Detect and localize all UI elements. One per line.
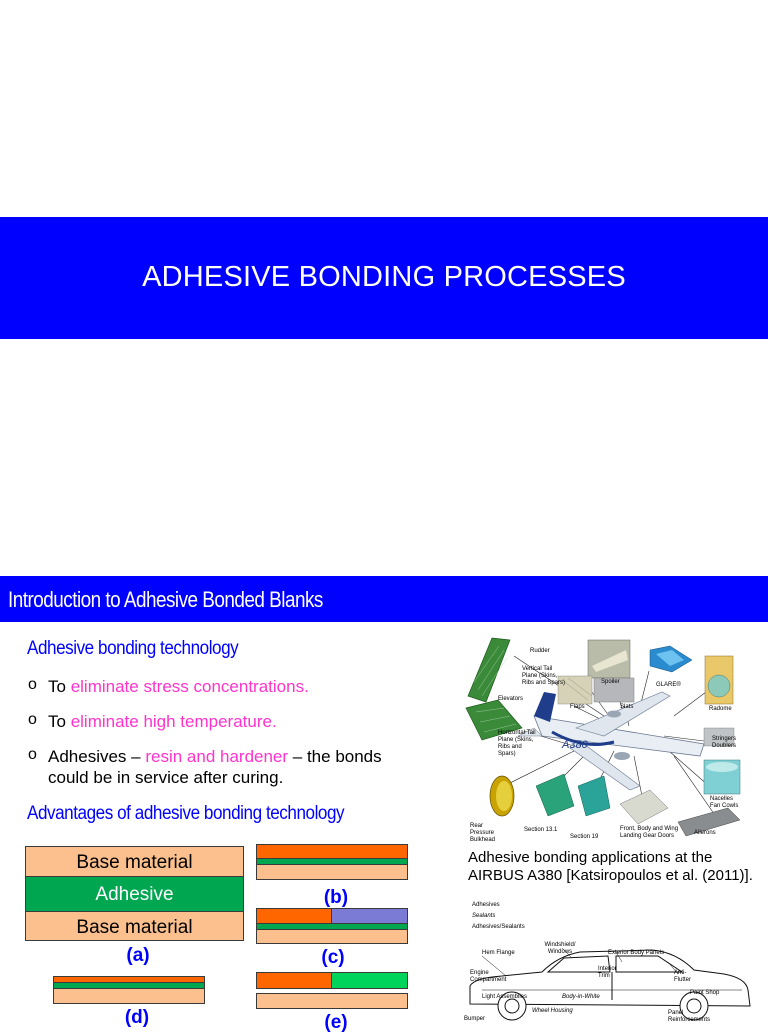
slide-header-band: Introduction to Adhesive Bonded Blanks xyxy=(0,576,768,622)
label-radome: Radome xyxy=(709,706,732,712)
a380-illustration xyxy=(465,637,741,837)
caption-line-2: AIRBUS A380 [Katsiropoulos et al. (2011)… xyxy=(468,867,753,884)
car-figure: Adhesives Sealants Adhesives/Sealants He… xyxy=(462,898,762,1024)
plane-text: A380 xyxy=(562,739,588,751)
diagram-b xyxy=(256,844,408,880)
orange-layer xyxy=(256,908,332,924)
label-spoiler: Spoiler xyxy=(601,679,620,685)
base-material-layer-top: Base material xyxy=(25,846,244,877)
car-label-bumper: Bumper xyxy=(464,1016,486,1022)
car-label-interior-trim: Interior Trim xyxy=(598,966,617,979)
car-label-engine: Engine Compartment xyxy=(470,970,507,983)
bullet-text-pre: Adhesives – xyxy=(48,747,146,766)
aircraft-shape xyxy=(517,691,705,791)
car-label-exterior-panels: Exterior Body Panels xyxy=(608,950,665,956)
car-label-windshield: Windshield/ Windows xyxy=(544,942,576,955)
car-label-anti-flutter: Anti- Flutter xyxy=(674,970,692,983)
bullet-highlight: eliminate stress concentrations. xyxy=(70,677,309,696)
diagram-e xyxy=(256,972,408,1009)
car-label-light: Light Assemblies xyxy=(482,994,528,1000)
bullet-mark: o xyxy=(28,676,37,693)
title-band: ADHESIVE BONDING PROCESSES xyxy=(0,217,768,339)
green-layer xyxy=(331,972,408,989)
slide-header-title: Introduction to Adhesive Bonded Blanks xyxy=(8,587,323,612)
legend-sealants: Sealants xyxy=(472,913,496,919)
diagram-label-a: (a) xyxy=(126,945,150,966)
label-rudder: Rudder xyxy=(530,648,550,654)
base-material-label: Base material xyxy=(76,852,193,873)
section-heading-technology: Adhesive bonding technology xyxy=(27,638,239,659)
car-label-panel-reinforcements: Panel Reinforcements xyxy=(668,1010,711,1023)
bullet-highlight: eliminate high temperature. xyxy=(70,712,277,731)
a380-figure: A380 Rudder Vertical Tail Plane (Skins, … xyxy=(464,636,746,843)
label-vtp: Vertical Tail Plane (Skins, Ribs and Spa… xyxy=(522,666,566,686)
violet-layer xyxy=(331,908,408,924)
slide-title: ADHESIVE BONDING PROCESSES xyxy=(142,261,626,293)
car-label-wheel-housing: Wheel Housing xyxy=(532,1008,573,1014)
label-flaps: Flaps xyxy=(570,704,585,710)
orange-layer xyxy=(256,972,332,989)
adhesive-label: Adhesive xyxy=(95,884,174,905)
base-material-layer xyxy=(256,993,408,1009)
bullet-highlight: resin and hardener xyxy=(145,747,289,766)
base-material-layer xyxy=(53,988,205,1004)
bullet-mark: o xyxy=(28,711,37,728)
bullet-mark: o xyxy=(28,746,37,763)
label-glare: GLARE® xyxy=(656,682,681,688)
diagram-a: Base material Adhesive Base material xyxy=(25,846,244,941)
section-heading-advantages: Advantages of adhesive bonding technolog… xyxy=(27,803,345,824)
car-label-paint-shop: Paint Shop xyxy=(690,990,720,996)
diagram-label-b: (b) xyxy=(323,887,349,908)
legend-adhesives-sealants: Adhesives/Sealants xyxy=(472,924,525,930)
legend-adhesives: Adhesives xyxy=(472,902,500,908)
base-material-label: Base material xyxy=(76,917,193,938)
label-section-13-1: Section 13.1 xyxy=(524,827,558,833)
diagram-d xyxy=(53,976,205,1004)
label-gear-doors: Front, Body and Wing Landing Gear Doors xyxy=(620,826,679,839)
orange-layer xyxy=(256,844,408,859)
label-fan-cowls: Nacelles Fan Cowls xyxy=(710,796,739,809)
label-stringers: Stringers Doublers xyxy=(712,736,737,749)
car-label-hem-flange: Hem Flange xyxy=(482,950,515,956)
base-material-layer xyxy=(256,929,408,944)
label-elevators: Elevators xyxy=(498,696,524,702)
car-illustration xyxy=(469,947,751,1021)
bullet-text-line2: could be in service after curing. xyxy=(48,768,284,787)
label-htp: Horizontal Tail Plane (Skins, Ribs and S… xyxy=(498,730,536,757)
base-material-layer-bottom: Base material xyxy=(25,911,244,941)
car-label-body-in-white: Body-in-White xyxy=(562,994,600,1000)
label-slats: Slats xyxy=(620,704,634,710)
caption-line-1: Adhesive bonding applications at the xyxy=(468,849,713,866)
diagram-c xyxy=(256,908,408,944)
diagram-label-d: (d) xyxy=(124,1007,150,1028)
bullet-text-pre: To xyxy=(48,677,71,696)
bullet-text-pre: To xyxy=(48,712,71,731)
bullet-text: Adhesives – resin and hardener – the bon… xyxy=(48,746,382,788)
diagram-label-c: (c) xyxy=(321,947,345,968)
bullet-text: To eliminate stress concentrations. xyxy=(48,676,309,697)
label-bulkhead: Rear Pressure Bulkhead xyxy=(470,823,496,843)
label-section-19: Section 19 xyxy=(570,834,599,840)
diagram-label-e: (e) xyxy=(324,1012,348,1033)
label-ailerons: Ailerons xyxy=(694,830,716,836)
base-material-layer xyxy=(256,864,408,880)
bullet-text-post: – the bonds xyxy=(288,747,382,766)
bullet-text: To eliminate high temperature. xyxy=(48,711,277,732)
adhesive-layer: Adhesive xyxy=(25,876,244,912)
figure-caption: Adhesive bonding applications at the AIR… xyxy=(468,849,753,885)
